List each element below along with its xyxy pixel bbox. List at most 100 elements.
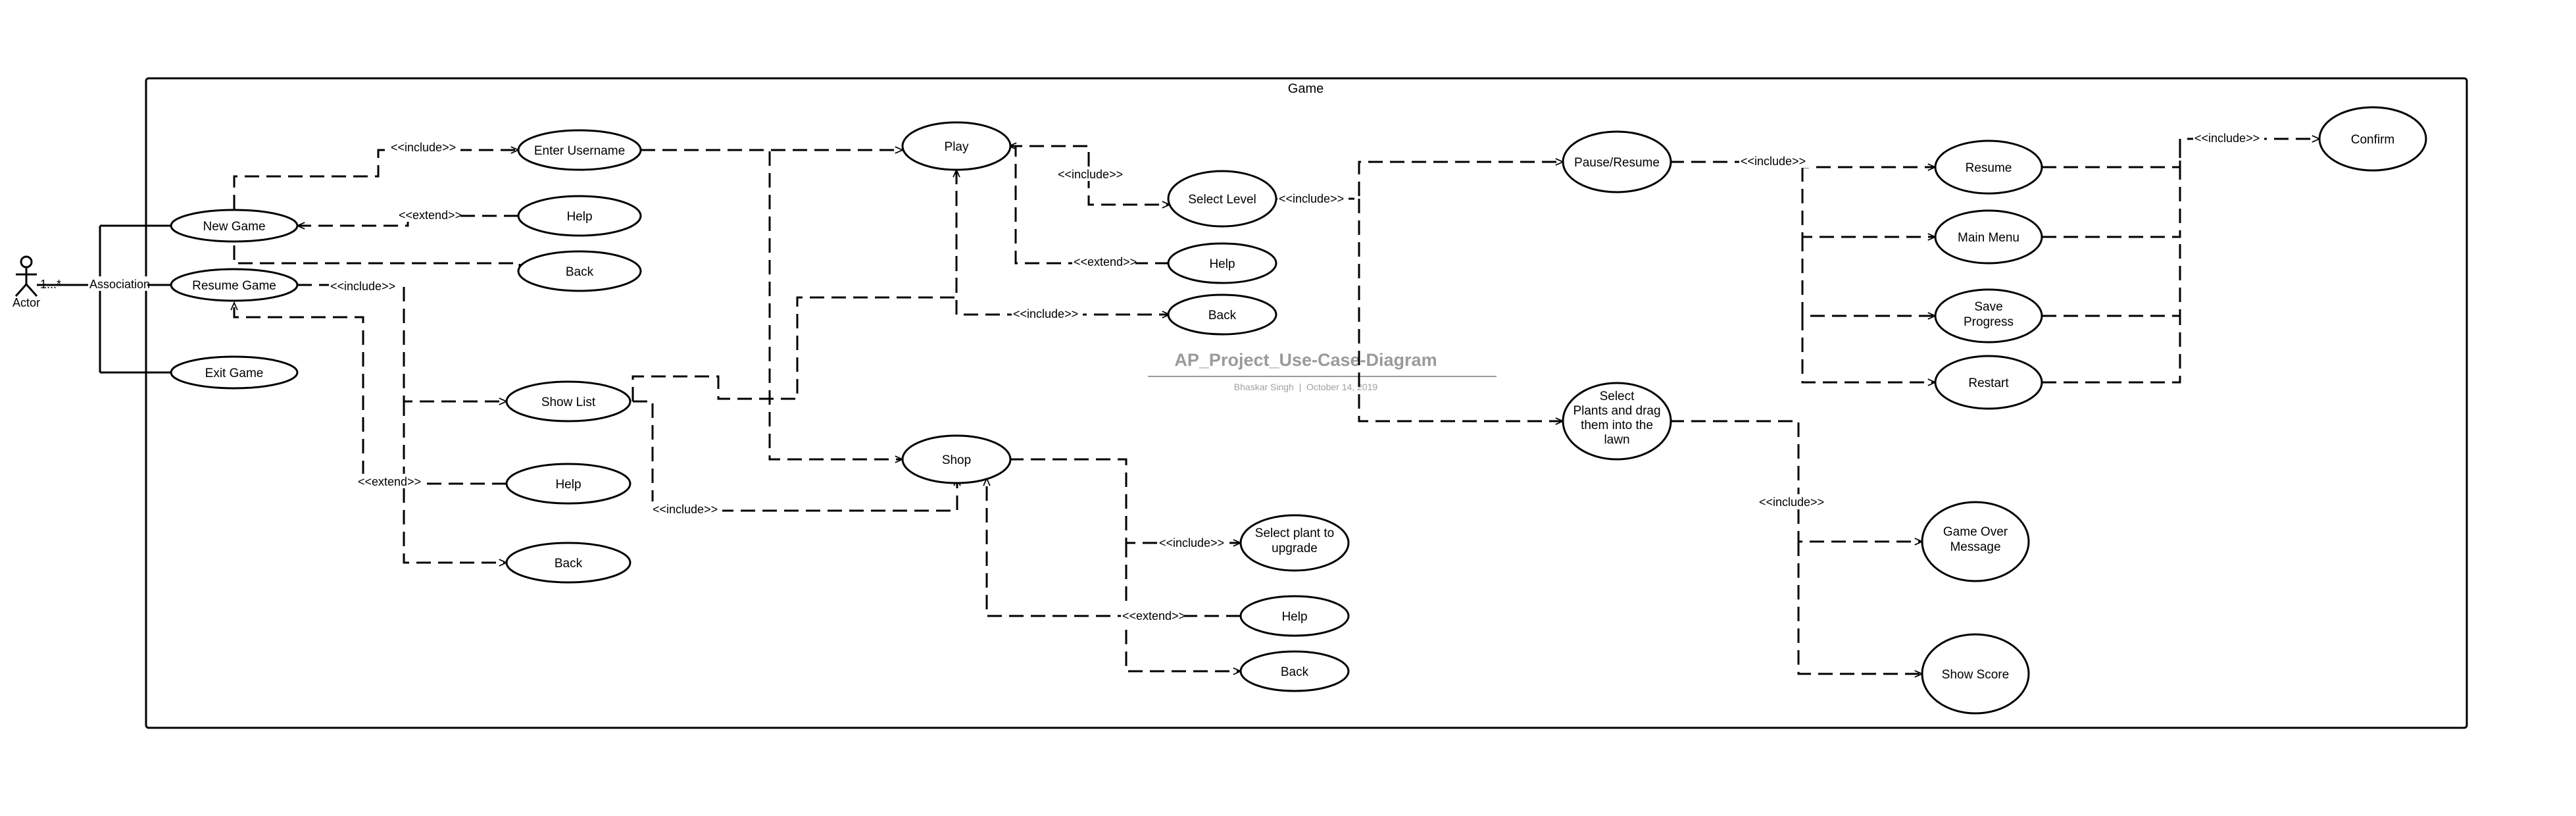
svg-text:Show Score: Show Score [1942,668,2009,682]
system-boundary [145,77,2468,729]
association-label-bg [88,276,147,291]
edge-restart-confirm [2042,316,2181,384]
use-case-back-resume[interactable]: Back [505,542,632,584]
edge-show-list-play [632,170,956,401]
edge-new-game-enter-username [233,150,518,209]
svg-text:Pause/Resume: Pause/Resume [1574,156,1660,170]
svg-text:Game Over: Game Over [1943,525,2008,539]
svg-text:Main Menu: Main Menu [1958,231,2019,245]
use-case-help-new-game[interactable]: Help [517,195,642,237]
svg-text:Select Level: Select Level [1188,193,1256,207]
svg-text:Help: Help [566,210,592,224]
svg-text:Back: Back [555,557,583,571]
svg-text:Restart: Restart [1968,376,2009,390]
edge-pause-restart [1801,316,1935,382]
include-label: <<include>> [1279,192,1344,205]
extend-label: <<extend>> [358,475,421,488]
svg-text:Help: Help [1281,610,1307,624]
svg-text:Confirm: Confirm [2351,133,2395,147]
diagram-subtitle: Bhaskar Singh | October 14, 2019 [1234,382,1378,392]
svg-text:New Game: New Game [203,220,265,234]
actor-multiplicity: 1...* [40,278,61,291]
use-case-show-score[interactable]: Show Score [1921,633,2030,715]
include-label: <<include>> [1058,168,1123,181]
include-label: <<include>> [330,280,395,293]
actor-figure [14,255,38,297]
extend-label: <<extend>> [1122,609,1185,623]
use-case-select-plants[interactable]: Select Plants and drag them into the law… [1562,382,1672,461]
svg-text:Show List: Show List [541,395,596,409]
svg-text:Back: Back [1208,309,1237,322]
use-case-exit-game[interactable]: Exit Game [170,355,299,390]
include-label: <<include>> [1759,496,1824,509]
svg-text:Shop: Shop [942,453,971,467]
svg-text:Resume Game: Resume Game [192,279,276,293]
edge-pause-save-progress [1801,237,1935,316]
svg-text:them into the: them into the [1581,419,1653,432]
svg-text:Progress: Progress [1964,315,2014,329]
svg-text:Help: Help [1209,257,1235,271]
edge-new-game-back [233,245,520,271]
edge-enter-username-shop [641,149,903,459]
edge-shop-back [1125,543,1241,671]
use-case-select-level[interactable]: Select Level [1167,170,1277,228]
use-case-show-list[interactable]: Show List [505,380,632,422]
svg-text:lawn: lawn [1604,433,1629,447]
edge-pause-main-menu [1801,167,1935,237]
edge-main-menu-confirm [2042,139,2181,238]
include-label: <<include>> [1741,155,1806,168]
use-case-resume-game[interactable]: Resume Game [170,268,299,302]
use-case-help-play[interactable]: Help [1167,242,1277,284]
edge-shop-select-plant-upgrade [1009,458,1241,543]
system-boundary-label: Game [1288,82,1324,96]
svg-text:Select: Select [1600,390,1635,403]
use-case-back-shop[interactable]: Back [1239,650,1350,692]
edge-resume-show-list [297,284,507,401]
svg-text:Plants and drag: Plants and drag [1573,404,1660,418]
include-label: <<include>> [2194,132,2260,145]
svg-text:Back: Back [1281,665,1309,679]
use-case-help-resume[interactable]: Help [505,463,632,505]
use-case-play[interactable]: Play [901,121,1012,171]
edge-select-plants-show-score [1797,542,1922,674]
edge-select-level-select-plants [1358,199,1563,421]
extend-label: <<extend>> [1074,255,1137,268]
edge-help-resume [234,303,507,485]
svg-text:Select plant to: Select plant to [1255,526,1334,540]
use-case-back-new-game[interactable]: Back [517,250,642,292]
edge-select-plants-game-over [1670,420,1922,542]
use-case-back-play[interactable]: Back [1167,293,1277,336]
svg-text:upgrade: upgrade [1272,542,1318,555]
actor-label: Actor [12,296,40,309]
use-case-select-plant-upgrade[interactable]: Select plant to upgrade [1239,514,1350,572]
edge-resume-back [403,401,507,563]
svg-text:Play: Play [945,140,969,154]
use-case-restart[interactable]: Restart [1934,355,2043,410]
include-label: <<include>> [653,503,718,516]
edge-labels: <<include>> <<extend>> <<include>> <<ext… [329,130,2264,623]
svg-text:Resume: Resume [1966,161,2012,175]
use-case-game-over[interactable]: Game Over Message [1921,501,2030,582]
use-case-confirm[interactable]: Confirm [2318,106,2427,172]
svg-text:Message: Message [1950,540,2000,554]
svg-text:Back: Back [566,265,594,279]
svg-text:Help: Help [555,478,581,492]
use-case-pause-resume[interactable]: Pause/Resume [1562,130,1672,193]
use-case-new-game[interactable]: New Game [170,209,299,243]
association-label: Association [89,278,150,291]
use-case-main-menu[interactable]: Main Menu [1934,209,2043,265]
include-label: <<include>> [1159,536,1224,549]
svg-text:Exit Game: Exit Game [205,367,264,380]
edge-play-back [955,170,1170,315]
edge-save-progress-confirm [2042,237,2181,317]
use-case-shop[interactable]: Shop [901,434,1012,484]
use-case-enter-username[interactable]: Enter Username [517,129,642,171]
use-case-help-shop[interactable]: Help [1239,595,1350,637]
use-case-save-progress[interactable]: Save Progress [1934,288,2043,344]
use-case-resume[interactable]: Resume [1934,140,2043,195]
include-label: <<include>> [391,141,456,154]
edge-select-level-pause [1275,162,1563,200]
svg-text:Save: Save [1974,300,2002,314]
actor-association [37,224,172,374]
extend-label: <<extend>> [399,209,462,222]
